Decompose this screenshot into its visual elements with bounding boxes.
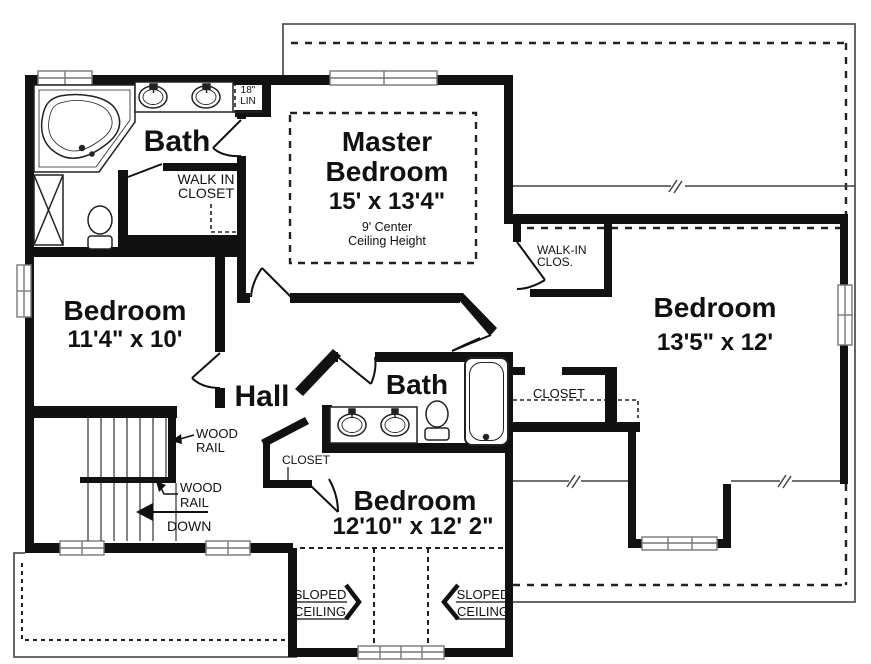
sloped-left-line2: CEILING	[294, 604, 346, 619]
vanity-bath1	[134, 81, 262, 113]
room-label-bath1: Bath	[144, 125, 211, 158]
window-bedroom3	[357, 645, 445, 660]
window-bedroom2-right	[837, 284, 853, 346]
window-bottom-left-1	[59, 540, 105, 556]
window-bottom-left-2	[205, 540, 251, 556]
corner-tub	[33, 84, 136, 173]
sloped-left-arrow	[344, 583, 362, 621]
room-label-bedroom2: Bedroom 13'5" x 12'	[654, 292, 777, 356]
sloped-ceiling-dashed	[300, 547, 504, 647]
shower	[33, 174, 64, 246]
knee-wall-lines	[513, 179, 855, 489]
sloped-underlines	[292, 601, 512, 620]
bedroom3-label: Bedroom	[354, 485, 477, 516]
room-label-walkin1: WALK IN CLOSET	[177, 171, 234, 201]
door-bath2	[338, 356, 377, 385]
linen-line1: 18"	[241, 85, 256, 96]
master-line1: Master	[342, 126, 432, 157]
doors	[127, 119, 546, 513]
down-label: DOWN	[167, 518, 211, 534]
linen-line2: LIN	[240, 96, 256, 107]
door-walkin2	[516, 241, 546, 290]
master-note2: Ceiling Height	[348, 234, 426, 248]
master-line2: Bedroom	[326, 156, 449, 187]
walkin1-line1: WALK IN	[177, 171, 234, 187]
room-label-hall: Hall	[234, 380, 289, 413]
door-bedroom1	[191, 352, 221, 389]
leaders	[136, 434, 512, 621]
annotation-wood-rail-upper: WOOD RAIL	[196, 426, 238, 455]
wood-rail-lower-line2: RAIL	[180, 495, 209, 510]
toilet-bath2	[424, 400, 450, 441]
toilet-bath1	[87, 205, 113, 250]
bath2-label: Bath	[386, 369, 448, 400]
door-master	[250, 267, 292, 298]
room-label-linen: 18" LIN	[240, 85, 256, 107]
walkin2-line1: WALK-IN	[537, 243, 587, 257]
window-master	[329, 70, 438, 86]
annotation-sloped-right: SLOPED CEILING	[457, 587, 510, 619]
bedroom1-dims: 11'4" x 10'	[68, 326, 183, 353]
master-dims: 15' x 13'4"	[329, 188, 445, 215]
wood-rail-upper-line1: WOOD	[196, 426, 238, 441]
wood-rail-lower-line1: WOOD	[180, 480, 222, 495]
room-label-bath2: Bath	[386, 369, 448, 400]
hall-label: Hall	[234, 380, 289, 413]
annotation-down: DOWN	[167, 518, 211, 534]
annotation-wood-rail-lower: WOOD RAIL	[180, 480, 222, 510]
door-walkin1	[127, 163, 163, 178]
master-ceiling-dashed-box	[288, 111, 478, 265]
window-bedroom1-left	[16, 264, 32, 318]
closet-hall-label: CLOSET	[282, 453, 331, 467]
room-label-walkin2: WALK-IN CLOS.	[537, 243, 587, 269]
labels: Bath WALK IN CLOSET 18" LIN Master Bedro…	[64, 85, 777, 619]
sloped-right-line2: CEILING	[457, 604, 509, 619]
room-label-master: Master Bedroom 15' x 13'4" 9' Center Cei…	[326, 126, 449, 248]
room-label-closet-bed2: CLOSET	[533, 386, 585, 401]
fixtures	[33, 81, 509, 446]
master-note1: 9' Center	[362, 220, 412, 234]
walkin2-line2: CLOS.	[537, 255, 573, 269]
room-label-closet-hall: CLOSET	[282, 453, 331, 467]
bedroom2-dims: 13'5" x 12'	[657, 329, 773, 356]
door-bedroom3	[310, 478, 339, 513]
sloped-right-arrow	[441, 583, 460, 621]
windows	[16, 70, 853, 660]
roof-outline	[13, 23, 856, 658]
bedroom3-dims: 12'10" x 12' 2"	[333, 513, 494, 540]
sloped-right-line1: SLOPED	[457, 587, 510, 602]
closet-bed2-label: CLOSET	[533, 386, 585, 401]
sloped-left-line1: SLOPED	[294, 587, 347, 602]
walkin1-line2: CLOSET	[178, 185, 234, 201]
bedroom2-label: Bedroom	[654, 292, 777, 323]
bath1-label: Bath	[144, 125, 211, 158]
window-dormer	[641, 536, 718, 551]
wood-rail-lower-leader	[156, 481, 178, 495]
vanity-bath2	[329, 406, 418, 444]
bedroom1-label: Bedroom	[64, 295, 187, 326]
wood-rail-upper-leader	[171, 434, 195, 444]
deck-dashed-lines	[21, 563, 285, 641]
room-label-bedroom3: Bedroom 12'10" x 12' 2"	[333, 485, 494, 540]
bathtub-bath2	[464, 357, 509, 446]
annotation-sloped-left: SLOPED CEILING	[294, 587, 347, 619]
door-master-bath	[212, 119, 242, 158]
wood-rail-upper-line2: RAIL	[196, 440, 225, 455]
door-vestibule	[451, 334, 492, 352]
room-label-bedroom1: Bedroom 11'4" x 10'	[64, 295, 187, 353]
window-bath1	[37, 70, 93, 86]
down-arrow	[136, 503, 208, 521]
